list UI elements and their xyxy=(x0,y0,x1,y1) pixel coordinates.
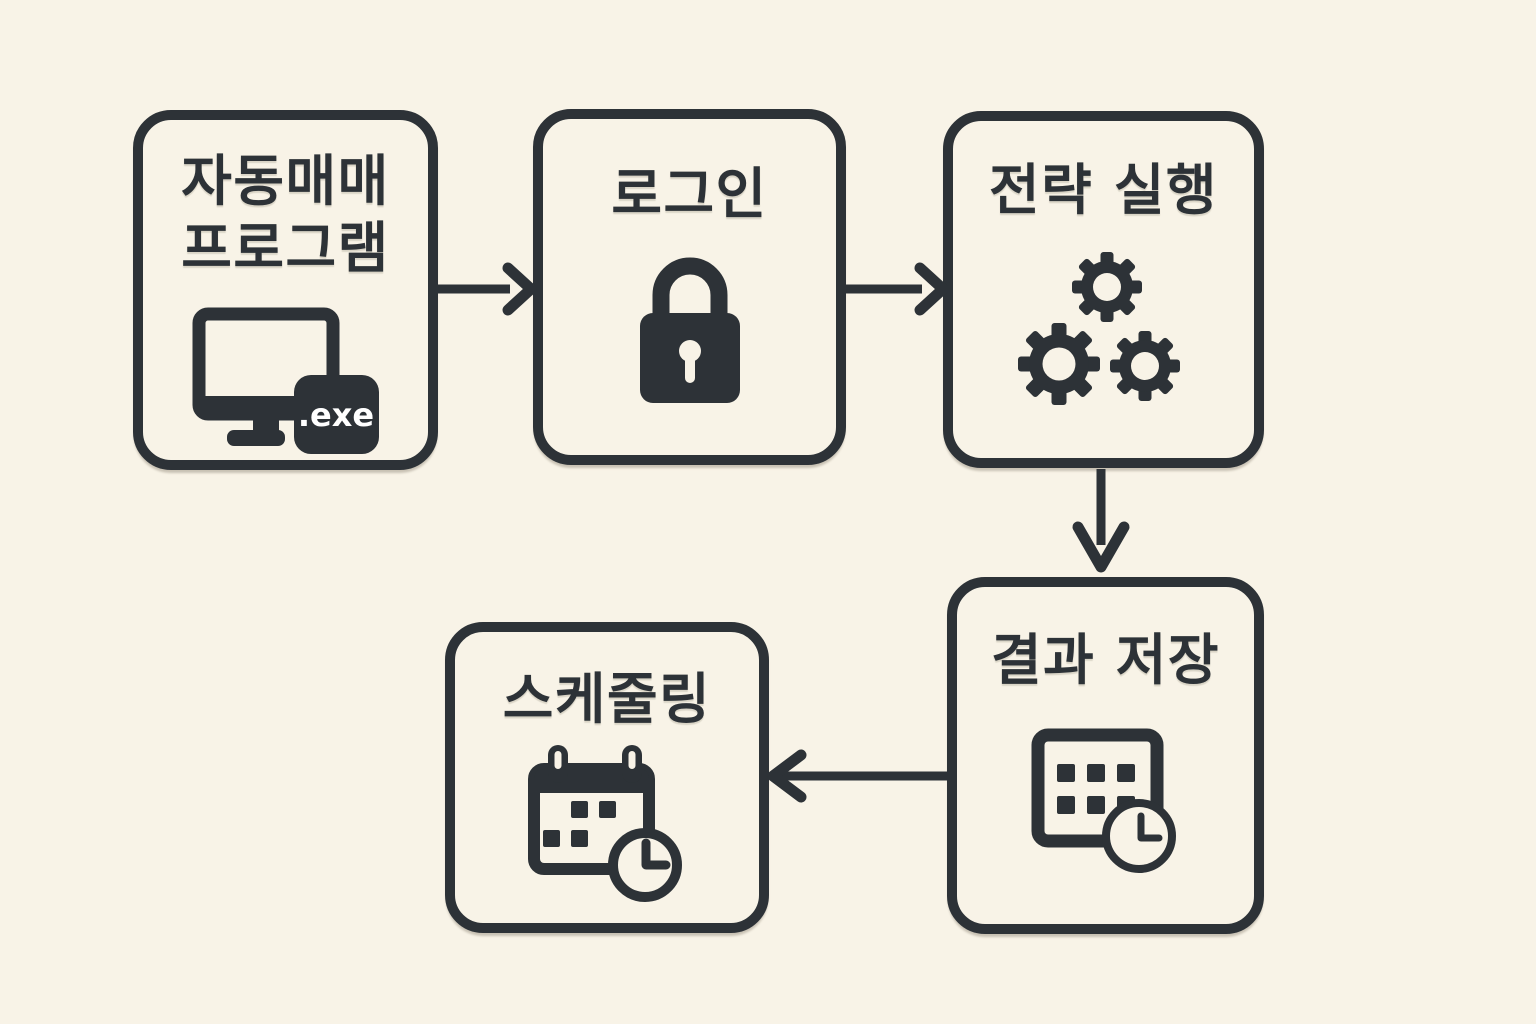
node-login: 로그인 xyxy=(533,109,846,465)
binder-ring-left xyxy=(548,745,568,783)
node-scheduling-title: 스케줄링 xyxy=(502,667,712,731)
arrow-program-to-login xyxy=(437,262,537,316)
node-save: 결과 저장 xyxy=(947,577,1264,934)
gear-bottom-left xyxy=(1017,323,1100,405)
arrow-save-to-scheduling xyxy=(767,749,947,803)
node-program-title: 자동매매 프로그램 xyxy=(181,148,389,282)
arrow-login-to-strategy xyxy=(845,262,948,316)
clock-overlay xyxy=(608,828,682,902)
arrow-strategy-to-save xyxy=(1072,469,1130,573)
binder-ring-right xyxy=(622,745,642,783)
node-login-title: 로그인 xyxy=(611,162,768,226)
exe-badge: .exe xyxy=(293,375,379,454)
node-program-title-line1: 자동매매 xyxy=(181,149,390,213)
gear-top xyxy=(1071,252,1142,322)
calendar-rings-clock-icon xyxy=(528,745,682,902)
gears-icon xyxy=(1017,252,1180,405)
node-scheduling: 스케줄링 xyxy=(445,622,769,933)
lock-icon xyxy=(639,257,740,403)
node-strategy-title: 전략 실행 xyxy=(988,158,1219,222)
node-program-title-line2: 프로그램 xyxy=(181,216,390,280)
clock-overlay xyxy=(1101,799,1176,873)
gear-bottom-right xyxy=(1109,331,1180,401)
node-program: 자동매매 프로그램 .exe xyxy=(133,110,438,470)
calendar-grid-clock-icon xyxy=(1031,728,1176,873)
node-strategy: 전략 실행 xyxy=(943,111,1264,468)
node-save-title: 결과 저장 xyxy=(990,628,1221,692)
